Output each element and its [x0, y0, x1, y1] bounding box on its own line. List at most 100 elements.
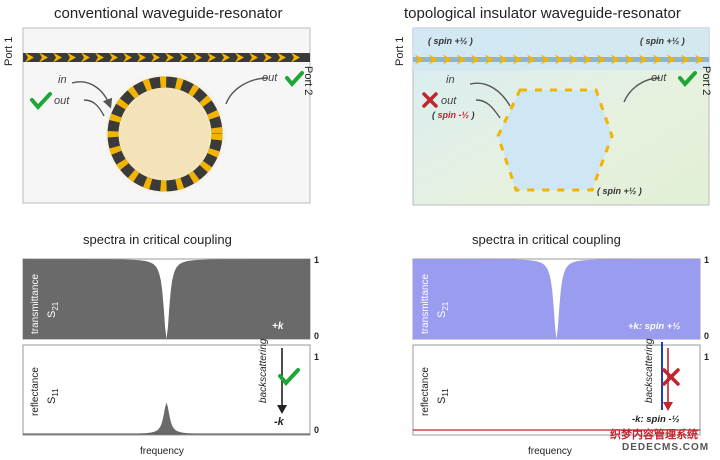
right-transmittance-label: transmittance — [420, 273, 431, 334]
right-port1-label: Port 1 — [394, 36, 406, 66]
left-port1-label: Port 1 — [3, 36, 15, 66]
waveguide-arrow — [639, 54, 648, 65]
watermark-line2: DEDECMS.COM — [622, 442, 710, 453]
waveguide-arrow — [39, 52, 48, 63]
waveguide-arrow — [429, 54, 438, 65]
waveguide-arrow — [25, 52, 34, 63]
left-k-neg: -k — [274, 416, 284, 428]
right-out-arrow — [475, 99, 501, 119]
waveguide-arrow — [625, 54, 634, 65]
left-transmittance-label: transmittance — [30, 273, 41, 334]
left-frequency-label: frequency — [140, 446, 184, 457]
right-spin-tl: ( spin +½ ) — [428, 36, 473, 46]
left-out-label: out — [54, 95, 70, 107]
right-in-label: in — [446, 74, 455, 86]
waveguide-arrow — [123, 52, 132, 63]
right-check-out-icon — [678, 71, 697, 88]
waveguide-arrow — [611, 54, 620, 65]
left-s21-curve — [23, 259, 310, 339]
right-reflectance-plot — [412, 344, 701, 436]
waveguide-arrow — [193, 52, 202, 63]
waveguide-arrow — [457, 54, 466, 65]
right-spin-bottom: ( spin +½ ) — [597, 186, 642, 196]
waveguide-arrow — [541, 54, 550, 65]
right-s21-label: S21 — [436, 301, 451, 318]
right-x-backscatter-icon — [662, 368, 680, 386]
waveguide-arrow — [415, 54, 424, 65]
left-spectra-title: spectra in critical coupling — [83, 232, 232, 247]
right-s11-label: S11 — [436, 388, 451, 404]
right-title: topological insulator waveguide-resonato… — [404, 5, 681, 22]
left-out-right-label: out — [262, 72, 278, 84]
left-k-pos: +k — [272, 321, 284, 332]
right-spin-tr: ( spin +½ ) — [640, 36, 685, 46]
right-out-label: out — [441, 95, 457, 107]
waveguide-arrow — [81, 52, 90, 63]
waveguide-arrow — [95, 52, 104, 63]
waveguide-arrow — [569, 54, 578, 65]
left-port2-label: Port 2 — [302, 66, 314, 96]
right-spectra-title: spectra in critical coupling — [472, 232, 621, 247]
left-in-arrow — [71, 81, 113, 109]
left-in-label: in — [58, 74, 67, 86]
left-title: conventional waveguide-resonator — [54, 5, 283, 22]
left-backscattering-label: backscattering — [258, 338, 269, 403]
left-waveguide-arrows — [25, 52, 300, 63]
waveguide-arrow — [53, 52, 62, 63]
waveguide-arrow — [499, 54, 508, 65]
waveguide-arrow — [471, 54, 480, 65]
left-ring-glow — [103, 72, 227, 196]
waveguide-arrow — [667, 54, 676, 65]
right-out-right-arrow — [623, 77, 661, 103]
watermark-line1: 织梦内容管理系统 — [610, 429, 698, 441]
right-in-arrow — [469, 82, 511, 107]
right-tick-top: 1 — [704, 255, 710, 265]
waveguide-arrow — [137, 52, 146, 63]
left-check-out-icon — [285, 71, 304, 88]
right-s21-curve — [413, 259, 700, 339]
left-out-right-arrow — [225, 77, 269, 105]
right-reflectance-label: reflectance — [420, 367, 431, 416]
left-tick-r1: 1 — [314, 352, 320, 362]
waveguide-arrow — [277, 52, 286, 63]
waveguide-arrow — [249, 52, 258, 63]
right-port2-label: Port 2 — [700, 66, 712, 96]
right-spin-left: ( spin -½ ) — [432, 110, 475, 120]
waveguide-arrow — [235, 52, 244, 63]
waveguide-arrow — [207, 52, 216, 63]
left-out-arrow — [83, 99, 105, 117]
right-x-icon — [422, 92, 438, 108]
left-tick-top: 1 — [314, 255, 320, 265]
waveguide-arrow — [109, 52, 118, 63]
left-reflectance-label: reflectance — [30, 367, 41, 416]
waveguide-arrow — [179, 52, 188, 63]
waveguide-arrow — [653, 54, 662, 65]
right-out-right-label: out — [651, 72, 667, 84]
waveguide-arrow — [443, 54, 452, 65]
waveguide-arrow — [67, 52, 76, 63]
left-tick-r0: 0 — [314, 425, 320, 435]
right-k-pos: +k: spin +½ — [628, 321, 681, 332]
waveguide-arrow — [513, 54, 522, 65]
waveguide-arrow — [597, 54, 606, 65]
right-k-neg: -k: spin -½ — [632, 414, 680, 425]
waveguide-arrow — [263, 52, 272, 63]
left-tick-mid: 0 — [314, 331, 320, 341]
right-tick-r1: 1 — [704, 352, 710, 362]
waveguide-arrow — [681, 54, 690, 65]
left-check-backscatter-icon — [278, 368, 300, 387]
right-hex-resonator — [496, 88, 614, 192]
right-frequency-label: frequency — [528, 446, 572, 457]
left-check-in-icon — [30, 92, 52, 111]
waveguide-arrow — [695, 54, 704, 65]
waveguide-arrow — [527, 54, 536, 65]
waveguide-arrow — [151, 52, 160, 63]
waveguide-arrow — [291, 52, 300, 63]
left-s21-label: S21 — [46, 301, 61, 318]
right-backscattering-label: backscattering — [644, 338, 655, 403]
waveguide-arrow — [583, 54, 592, 65]
left-s11-curve — [23, 402, 310, 434]
waveguide-arrow — [221, 52, 230, 63]
left-s11-label: S11 — [46, 388, 61, 404]
